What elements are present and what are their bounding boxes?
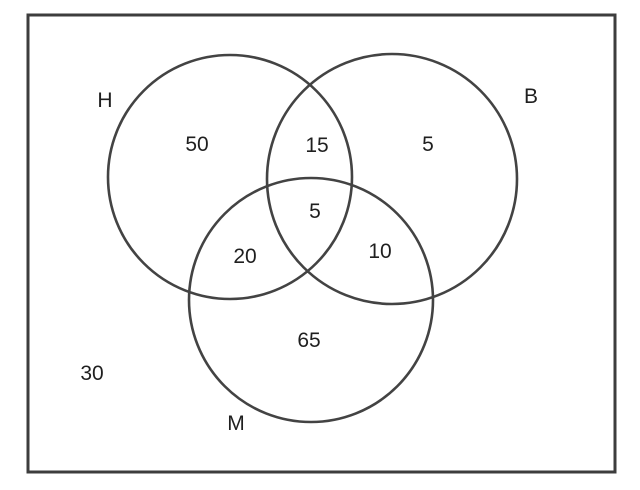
region-value-b-and-m: 10 bbox=[368, 240, 391, 263]
set-label-h: H bbox=[97, 89, 112, 112]
region-value-m-only: 65 bbox=[297, 329, 320, 352]
set-label-b: B bbox=[524, 85, 538, 108]
set-label-m: M bbox=[227, 412, 245, 435]
region-value-h-b-m: 5 bbox=[309, 200, 321, 223]
circle-b bbox=[265, 52, 519, 306]
region-value-h-only: 50 bbox=[185, 133, 208, 156]
region-value-h-and-b: 15 bbox=[305, 134, 328, 157]
circle-m bbox=[187, 176, 435, 424]
circle-h bbox=[106, 53, 354, 301]
region-value-h-and-m: 20 bbox=[233, 245, 256, 268]
universe-border bbox=[26, 13, 617, 474]
region-value-outside: 30 bbox=[80, 362, 103, 385]
region-value-b-only: 5 bbox=[422, 133, 434, 156]
